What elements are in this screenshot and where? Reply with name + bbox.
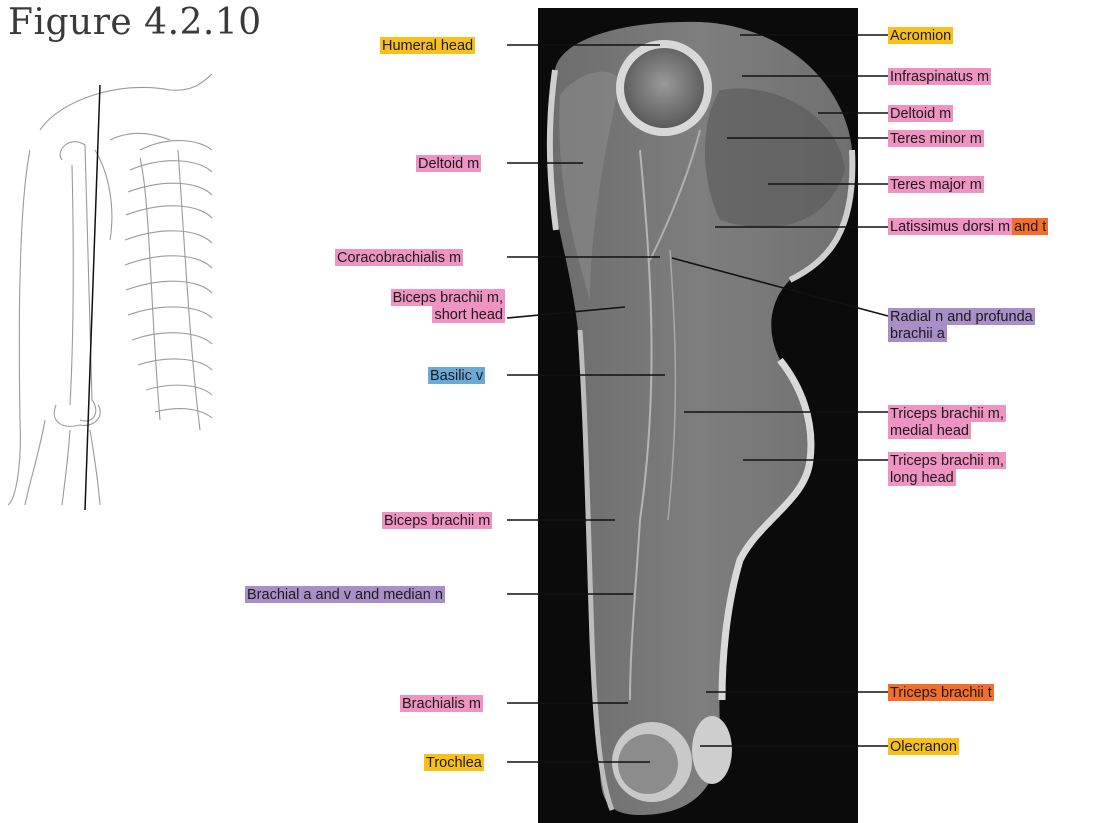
- label-deltoid-right: Deltoid m: [888, 105, 953, 122]
- label-latissimus-tendon: and t: [1012, 218, 1048, 235]
- label-coracobrachialis: Coracobrachialis m: [335, 249, 463, 266]
- label-brachial-a-v: Brachial a and v and median n: [245, 586, 445, 603]
- label-brachialis: Brachialis m: [400, 695, 483, 712]
- skeleton-sketch: [8, 74, 212, 505]
- label-biceps-short-line1: Biceps brachii m,: [391, 289, 505, 306]
- label-radial-line2: brachii a: [888, 325, 947, 342]
- label-triceps-tendon: Triceps brachii t: [888, 684, 994, 701]
- label-triceps-long-line2: long head: [888, 469, 956, 486]
- label-olecranon: Olecranon: [888, 738, 959, 755]
- label-basilic-v: Basilic v: [428, 367, 485, 384]
- label-acromion: Acromion: [888, 27, 953, 44]
- label-triceps-medial: Triceps brachii m, medial head: [888, 405, 1006, 439]
- label-biceps-short-line2: short head: [432, 306, 505, 323]
- label-trochlea: Trochlea: [424, 754, 484, 771]
- label-triceps-long: Triceps brachii m, long head: [888, 452, 1006, 486]
- label-teres-major: Teres major m: [888, 176, 984, 193]
- label-triceps-long-line1: Triceps brachii m,: [888, 452, 1006, 469]
- label-radial-n: Radial n and profunda brachii a: [888, 308, 1035, 342]
- label-infraspinatus: Infraspinatus m: [888, 68, 991, 85]
- label-latissimus-muscle: Latissimus dorsi m: [888, 218, 1012, 235]
- label-teres-minor: Teres minor m: [888, 130, 984, 147]
- label-radial-line1: Radial n and profunda: [888, 308, 1035, 325]
- label-biceps-brachii: Biceps brachii m: [382, 512, 492, 529]
- label-biceps-short-head: Biceps brachii m, short head: [355, 289, 505, 323]
- label-deltoid-left: Deltoid m: [416, 155, 481, 172]
- label-triceps-medial-line1: Triceps brachii m,: [888, 405, 1006, 422]
- label-triceps-medial-line2: medial head: [888, 422, 971, 439]
- label-humeral-head: Humeral head: [380, 37, 475, 54]
